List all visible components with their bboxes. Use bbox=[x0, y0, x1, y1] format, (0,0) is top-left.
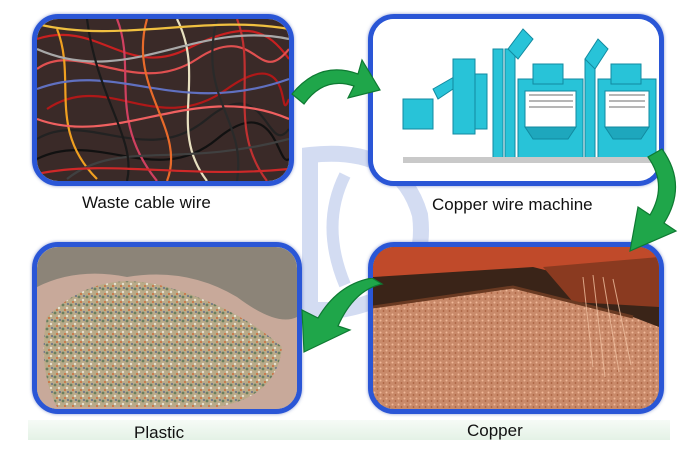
caption-waste-cable-wire: Waste cable wire bbox=[82, 193, 211, 212]
arrow-copper-to-plastic bbox=[292, 278, 384, 356]
waste-cable-photo bbox=[32, 14, 294, 186]
caption-copper: Copper bbox=[467, 421, 523, 440]
caption-plastic: Plastic bbox=[134, 423, 185, 442]
arrow-waste-to-machine bbox=[286, 52, 382, 118]
bottom-band bbox=[28, 420, 670, 440]
arrow-machine-to-copper bbox=[614, 145, 692, 257]
copper-wire-machine-photo bbox=[368, 14, 664, 186]
caption-copper-wire-machine: Copper wire machine bbox=[432, 195, 593, 214]
copper-granules-photo bbox=[368, 242, 664, 414]
plastic-granules-photo bbox=[32, 242, 302, 414]
